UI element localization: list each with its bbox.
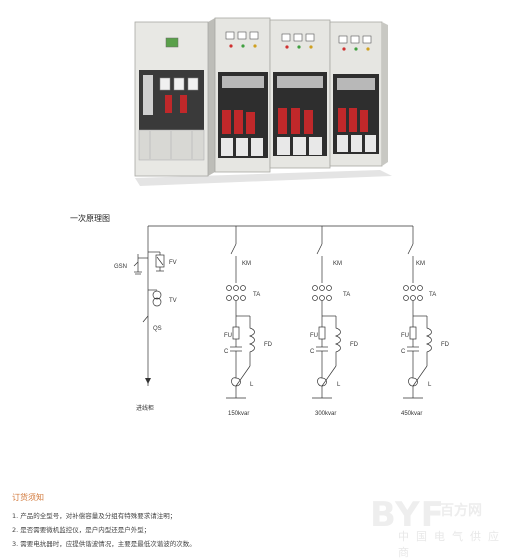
cabinet-1 <box>134 18 215 177</box>
label-ta-1: TA <box>253 292 260 298</box>
watermark-slogan: 中国电气供应商 <box>398 530 506 559</box>
label-gsn: GSN <box>114 264 127 270</box>
label-c-1: C <box>224 349 229 355</box>
label-incoming: 进线柜 <box>136 404 154 412</box>
label-fd-1: FD <box>264 342 273 348</box>
label-qs: QS <box>153 326 162 332</box>
capacity-2: 300kvar <box>315 411 336 417</box>
cabinet-2 <box>214 17 271 173</box>
label-km-1: KM <box>242 261 251 267</box>
label-fv: FV <box>169 260 177 266</box>
switchgear-cabinet-photo <box>134 17 392 186</box>
label-ta-3: TA <box>429 292 436 298</box>
label-km-3: KM <box>416 261 425 267</box>
branch-1 <box>226 226 255 399</box>
ordering-note-3: 3. 需要电抗器时，应提供谐波情况，主要是最低次谐波的次数。 <box>12 540 196 548</box>
label-fu-3: FU <box>401 333 409 339</box>
cabinet-4 <box>329 21 388 167</box>
label-fd-2: FD <box>350 342 359 348</box>
label-c-2: C <box>310 349 315 355</box>
label-tv: TV <box>169 298 177 304</box>
capacity-1: 150kvar <box>228 411 249 417</box>
label-km-2: KM <box>333 261 342 267</box>
label-l-3: L <box>428 382 432 388</box>
ordering-note-1: 1. 产品的全型号，对补偿容量及分组有特殊要求请注明； <box>12 512 177 520</box>
ordering-note-2: 2. 是否需要微机监控仪，是户内型还是户外型； <box>12 526 151 534</box>
branch-2 <box>312 226 341 399</box>
incoming-column <box>133 226 165 386</box>
diagram-title: 一次原理图 <box>70 214 110 223</box>
capacity-3: 450kvar <box>401 411 422 417</box>
branch-3 <box>403 226 432 399</box>
cabinet-3 <box>269 19 331 169</box>
label-c-3: C <box>401 349 406 355</box>
ordering-notes-title: 订货须知 <box>12 493 44 502</box>
label-fu-1: FU <box>224 333 232 339</box>
label-fu-2: FU <box>310 333 318 339</box>
label-ta-2: TA <box>343 292 350 298</box>
watermark-box-text: 百方网 <box>440 503 482 519</box>
single-line-diagram: GSN FV TV QS 进线柜 KM TA FU FD C L 150kvar… <box>114 225 450 417</box>
watermark-logo: BYF <box>370 495 445 535</box>
label-l-1: L <box>250 382 254 388</box>
label-fd-3: FD <box>441 342 450 348</box>
label-l-2: L <box>337 382 341 388</box>
